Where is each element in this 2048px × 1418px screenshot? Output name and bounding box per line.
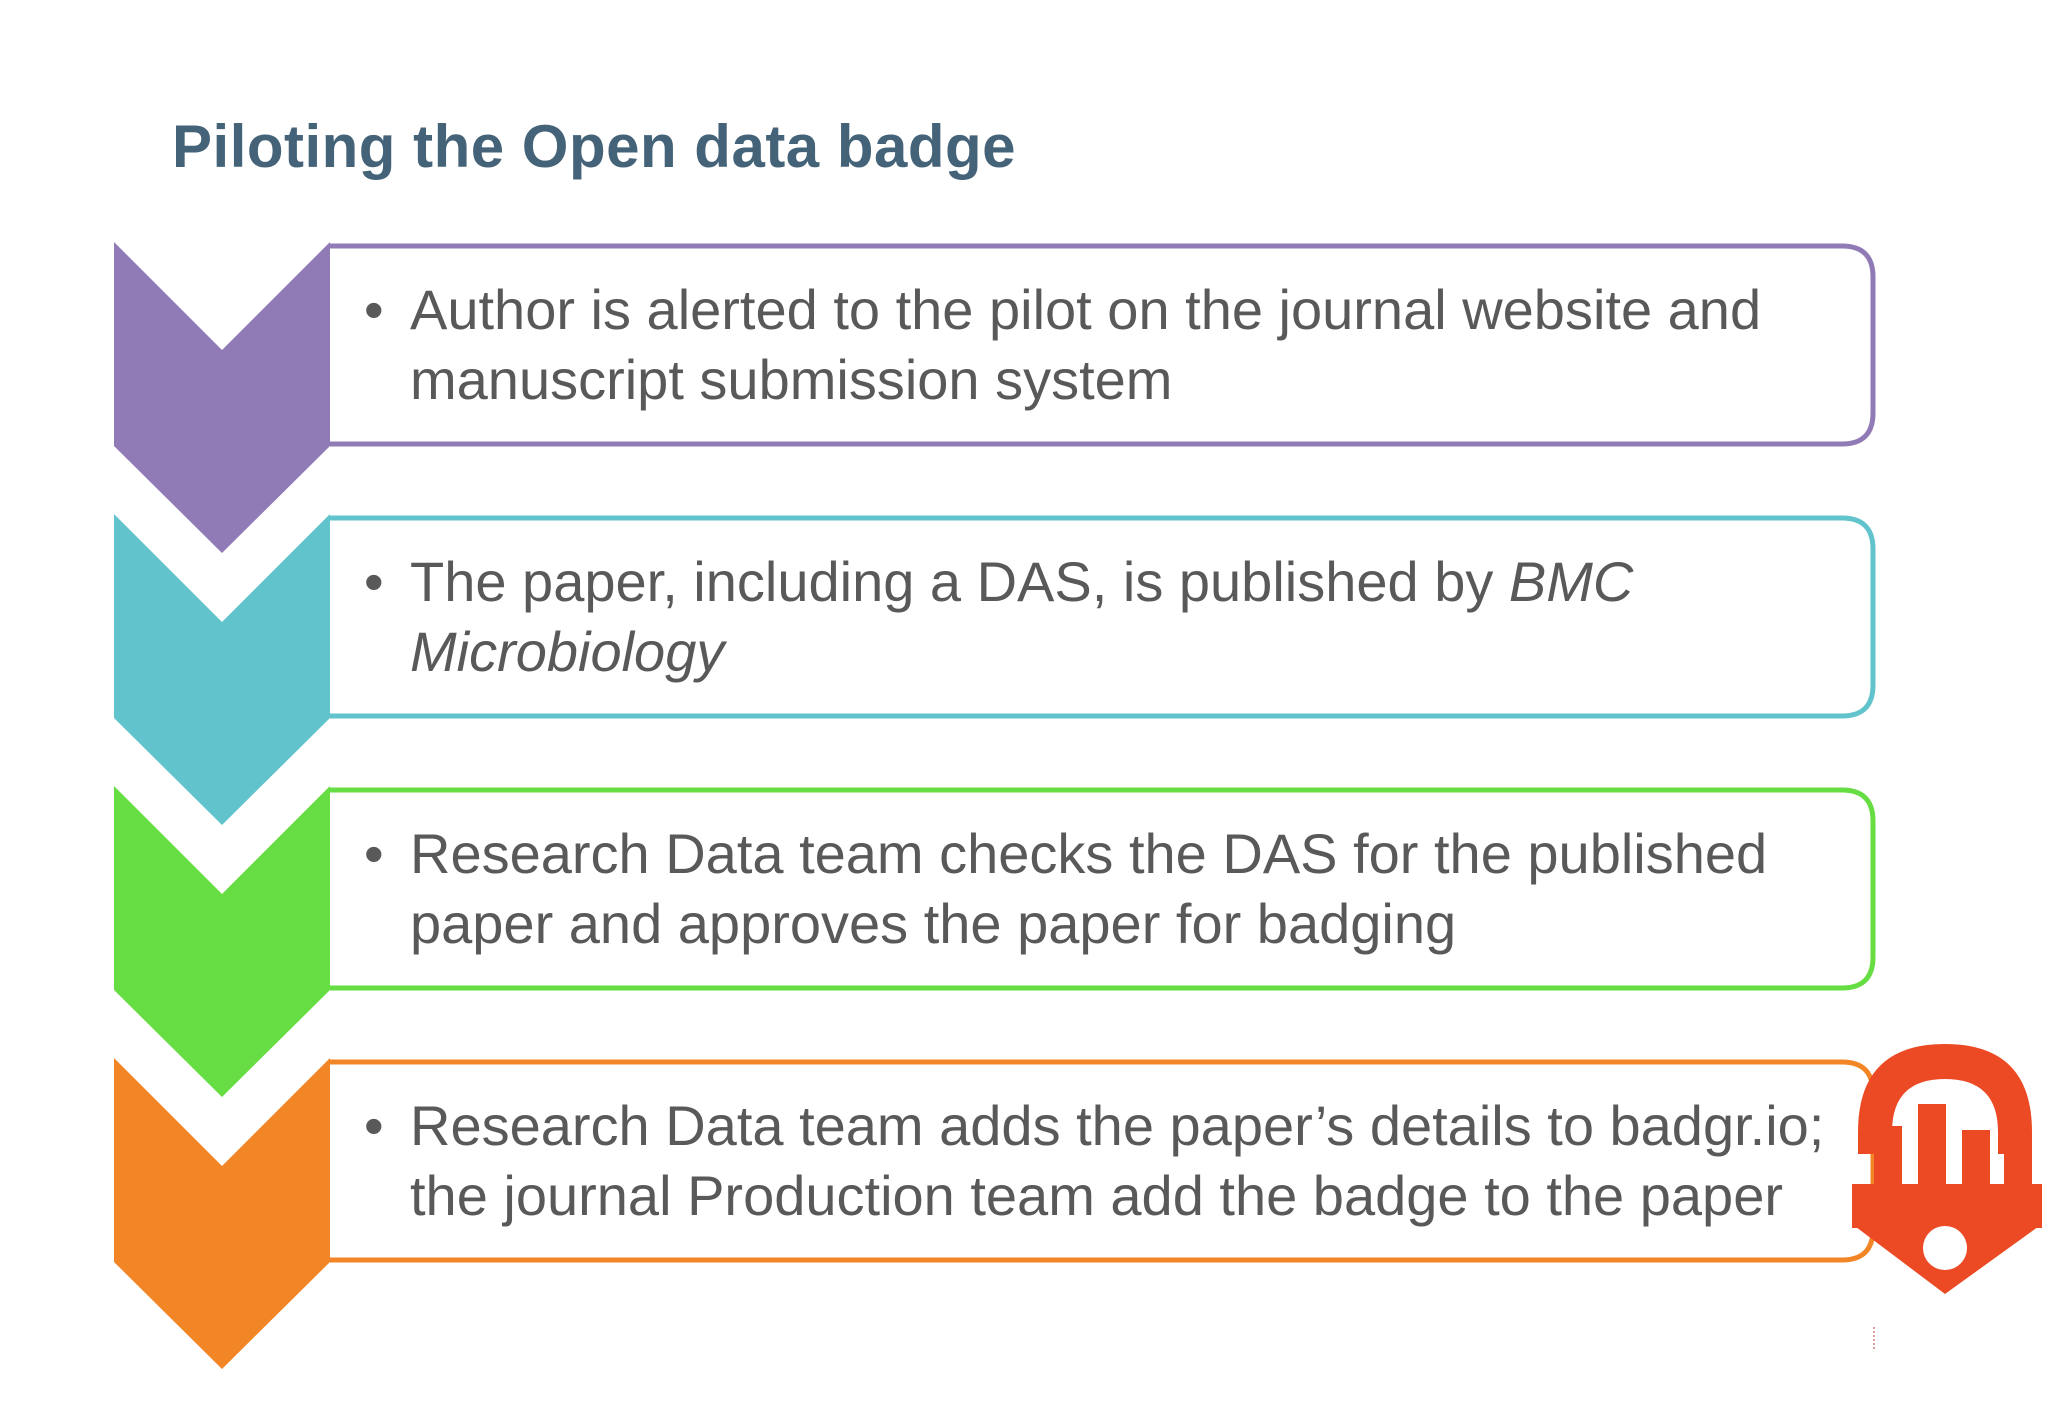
bullet: •: [364, 1094, 384, 1157]
step-1-line-1: Author is alerted to the pilot on the jo…: [410, 278, 1762, 341]
step-3-line-1: Research Data team checks the DAS for th…: [410, 822, 1768, 885]
step-2: [114, 514, 1876, 825]
step-2-line-1: The paper, including a DAS, is published…: [364, 547, 1854, 617]
step-4-box: [330, 1059, 1876, 1263]
slide-title: Piloting the Open data badge: [172, 113, 1017, 180]
step-1: [114, 242, 1876, 553]
step-3-chevron: [114, 786, 330, 1097]
divider-mark: [1873, 1327, 1877, 1349]
step-3-text: • Research Data team checks the DAS for …: [364, 819, 1854, 959]
step-2-line-1-plain: The paper, including a DAS, is published…: [410, 550, 1509, 613]
step-4-text: • Research Data team adds the paper’s de…: [364, 1091, 1854, 1231]
bullet: •: [364, 278, 384, 341]
bullet: •: [364, 822, 384, 885]
step-1-text: • Author is alerted to the pilot on the …: [364, 275, 1854, 415]
step-2-chevron: [114, 514, 330, 825]
open-data-badge-icon: [1852, 1044, 2042, 1294]
step-3-box: [330, 787, 1876, 991]
step-3: [114, 786, 1876, 1097]
step-1-box: [330, 243, 1876, 447]
journal-name-part-2: Microbiology: [410, 620, 725, 683]
step-3-line-2: paper and approves the paper for badging: [410, 892, 1457, 955]
step-4-line-1: Research Data team adds the paper’s deta…: [410, 1094, 1825, 1157]
step-2-line-2: Microbiology: [364, 617, 1854, 687]
step-1-chevron: [114, 242, 330, 553]
bullet: •: [364, 550, 384, 613]
step-4-line-2: the journal Production team add the badg…: [410, 1164, 1783, 1227]
step-1-line-2: manuscript submission system: [410, 348, 1173, 411]
step-4: [114, 1058, 1876, 1369]
step-2-text: • The paper, including a DAS, is publish…: [364, 547, 1854, 687]
step-4-chevron: [114, 1058, 330, 1369]
step-2-box: [330, 515, 1876, 719]
journal-name-part-1: BMC: [1508, 550, 1634, 613]
